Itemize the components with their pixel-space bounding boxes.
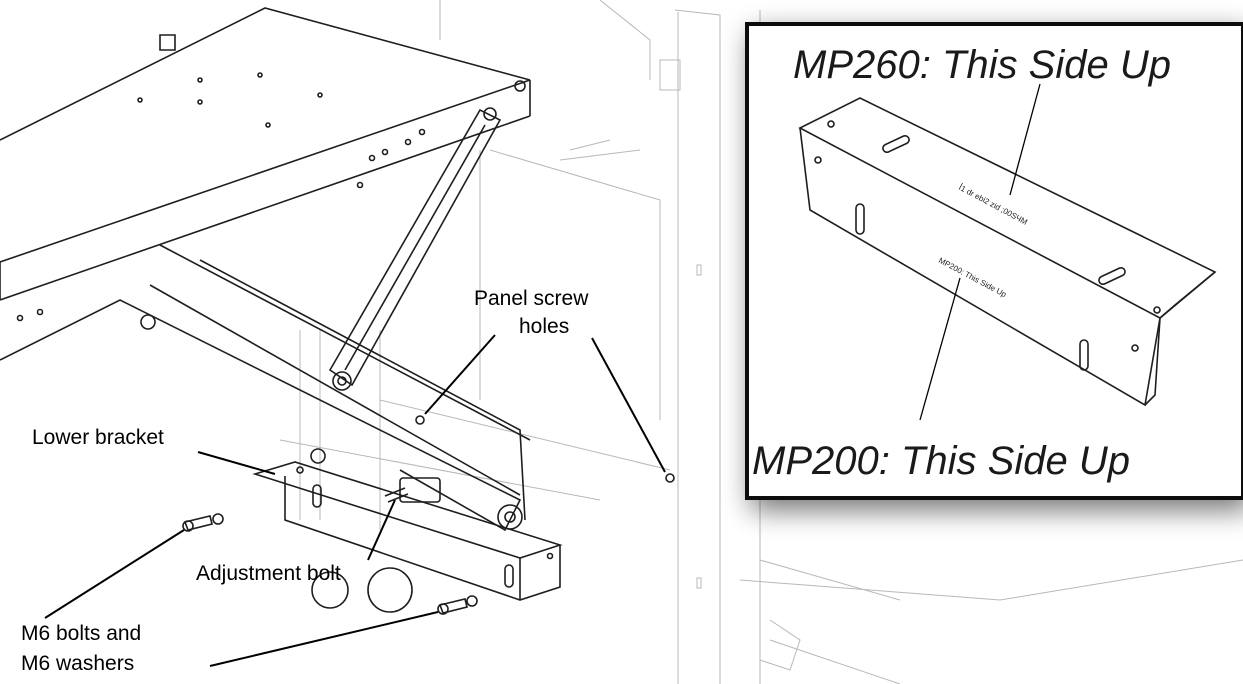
lower-bracket xyxy=(252,448,563,613)
label-adjustment-bolt: Adjustment bolt xyxy=(196,562,341,585)
label-m6-line2: M6 washers xyxy=(21,652,134,675)
label-lower-bracket: Lower bracket xyxy=(32,426,164,449)
strut xyxy=(328,107,502,391)
inset-panel xyxy=(745,22,1243,500)
m6-bolt-lower xyxy=(437,595,478,615)
inset-label-mp260: MP260: This Side Up xyxy=(793,43,1171,87)
panel-screw-hole-left xyxy=(415,415,425,425)
label-panel-screw-holes-2: holes xyxy=(519,315,569,338)
label-m6-line1: M6 bolts and xyxy=(21,622,141,645)
m6-bolt-upper xyxy=(182,513,224,532)
support-arm-long xyxy=(0,244,531,532)
panel-screw-hole-right xyxy=(665,473,675,483)
platform xyxy=(0,7,531,322)
inset-label-mp200: MP200: This Side Up xyxy=(752,439,1130,483)
label-panel-screw-holes-1: Panel screw xyxy=(474,287,589,310)
leader-lines xyxy=(44,334,666,667)
